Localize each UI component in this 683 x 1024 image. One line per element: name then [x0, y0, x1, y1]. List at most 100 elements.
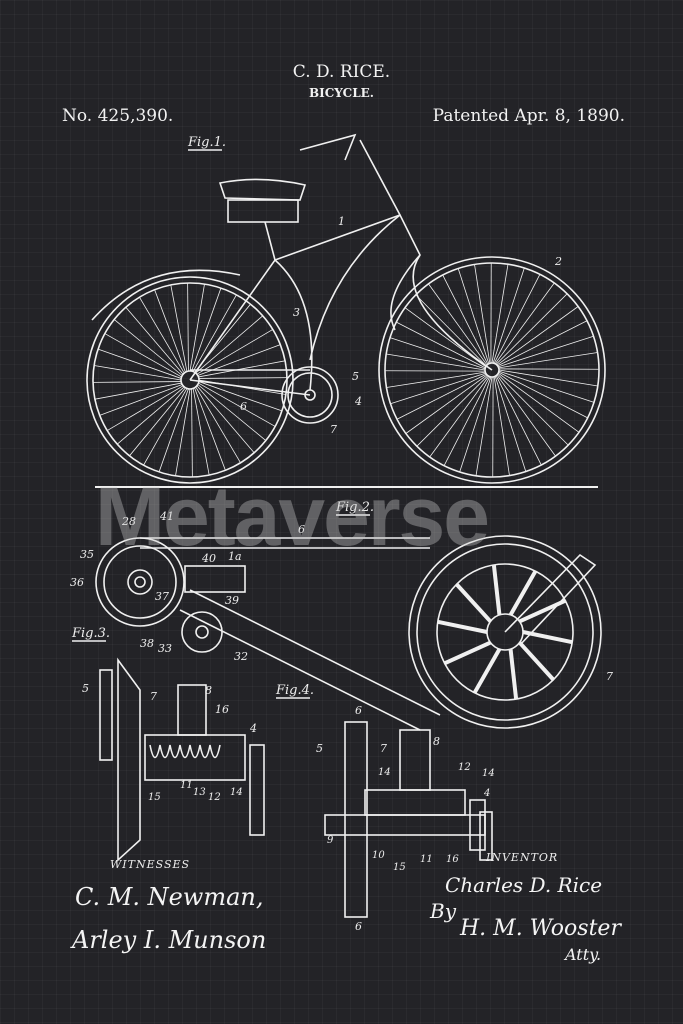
wheel-spoke — [405, 374, 488, 434]
ref-33: 33 — [158, 642, 172, 655]
ref-32: 32 — [234, 650, 248, 663]
wheel-spoke — [437, 619, 488, 634]
ref-1: 1 — [338, 215, 345, 228]
ref-7d: 7 — [380, 742, 387, 755]
wheel-spoke — [196, 329, 273, 375]
wheel-spoke — [386, 371, 486, 388]
wheel-spoke — [495, 375, 542, 466]
fig4-label: Fig.4. — [275, 683, 314, 698]
wheel-spoke — [428, 283, 488, 366]
ref-8d: 8 — [433, 735, 440, 748]
by-label: By — [429, 899, 457, 923]
wheel-spoke — [429, 376, 490, 458]
ref-28: 28 — [121, 515, 136, 528]
ref-4: 4 — [354, 395, 362, 408]
wheel-spoke — [198, 381, 283, 412]
attorney-signature: H. M. Wooster — [459, 916, 622, 941]
wheel-spoke — [192, 388, 210, 476]
ref-11d: 11 — [420, 854, 433, 865]
wheel-spoke — [191, 287, 222, 372]
atty-label: Atty. — [563, 945, 601, 964]
wheel-spoke — [459, 376, 492, 473]
wheel-spoke — [404, 307, 486, 368]
ref-36: 36 — [70, 576, 84, 589]
ref-7: 7 — [330, 423, 337, 436]
wheel-spoke — [494, 376, 527, 472]
wheel-spoke — [189, 284, 205, 372]
wheel-spoke — [194, 387, 226, 471]
wheel-spoke — [195, 386, 241, 463]
fig1-label: Fig.1. — [187, 135, 226, 150]
wheel-spoke — [97, 348, 182, 379]
wheel-spoke — [390, 372, 486, 405]
wheel-spoke — [498, 352, 598, 369]
wheel-spoke — [93, 381, 182, 383]
wheel-spoke — [497, 373, 569, 446]
wheel-spoke — [492, 267, 525, 364]
ref-14c: 14 — [230, 787, 243, 798]
wheel-spoke — [386, 353, 486, 371]
inventor-label: INVENTOR — [485, 851, 558, 864]
wheel-spoke — [491, 564, 502, 616]
ref-6b: 6 — [298, 523, 305, 536]
patent-title: BICYCLE. — [309, 86, 374, 100]
wheel-spoke — [94, 382, 182, 400]
wheel-spoke — [474, 264, 491, 364]
wheel-spoke — [495, 293, 568, 365]
wheel-spoke — [154, 289, 186, 373]
wheel-spoke — [170, 284, 188, 372]
ref-5: 5 — [352, 370, 359, 383]
ref-37: 37 — [155, 590, 169, 603]
ref-41: 41 — [159, 510, 174, 523]
inventor-signature: Charles D. Rice — [445, 873, 602, 897]
witness-signature-2: Arley I. Munson — [70, 926, 266, 954]
wheel-spoke — [443, 376, 491, 466]
wheel-spoke — [158, 388, 189, 473]
inventor-name: C. D. RICE. — [292, 62, 391, 82]
wheel-spoke — [518, 641, 555, 682]
ref-8c: 8 — [205, 684, 212, 697]
wheel-spoke — [389, 337, 486, 370]
wheel-spoke — [455, 582, 492, 623]
wheel-spoke — [496, 306, 579, 366]
ref-39: 39 — [225, 594, 239, 607]
wheel-spoke — [197, 384, 267, 441]
wheel-spoke — [498, 371, 588, 419]
wheel-spoke — [442, 274, 489, 365]
wheel-spoke — [443, 640, 492, 666]
wheel-spoke — [491, 264, 509, 364]
wheel-spoke — [498, 372, 580, 433]
wheel-spoke — [107, 385, 184, 431]
wheel-spoke — [198, 360, 286, 378]
witness-signature-1: C. M. Newman, — [75, 883, 264, 911]
wheel-spoke — [196, 385, 255, 454]
patent-date: Patented Apr. 8, 1890. — [432, 106, 625, 126]
fig3-hub-detail: 5 7 8 16 4 15 11 13 12 14 — [82, 657, 265, 862]
wheel-spoke — [99, 384, 183, 416]
ref-16c: 16 — [215, 703, 229, 716]
fig2-belt-drive: Fig.2. 28 41 35 36 40 1a 39 37 38 33 32 … — [70, 500, 613, 731]
wheel-spoke — [497, 320, 588, 367]
ref-1a: 1a — [228, 550, 242, 563]
ref-12d: 12 — [458, 762, 471, 773]
fig1-bicycle: Fig.1. 1 2 3 4 5 6 7 — [86, 133, 606, 484]
ref-7b: 7 — [606, 670, 613, 683]
wheel-spoke — [195, 315, 264, 374]
ref-16d: 16 — [446, 854, 459, 865]
wheel-spoke — [113, 319, 183, 376]
ref-13c: 13 — [193, 787, 206, 798]
ref-2: 2 — [554, 255, 562, 268]
wheel-spoke — [498, 370, 595, 403]
wheel-spoke — [457, 268, 490, 364]
wheel-spoke — [498, 369, 598, 387]
fig2-label: Fig.2. — [335, 500, 374, 515]
wheel-spoke — [498, 335, 594, 368]
wheel-spoke — [472, 648, 502, 694]
wheel-spoke — [139, 297, 185, 374]
wheel-spoke — [475, 376, 493, 476]
wheel-spoke — [396, 321, 486, 369]
wheel-spoke — [494, 282, 555, 364]
wheel-spoke — [104, 333, 182, 378]
wheel-spoke — [191, 388, 193, 477]
